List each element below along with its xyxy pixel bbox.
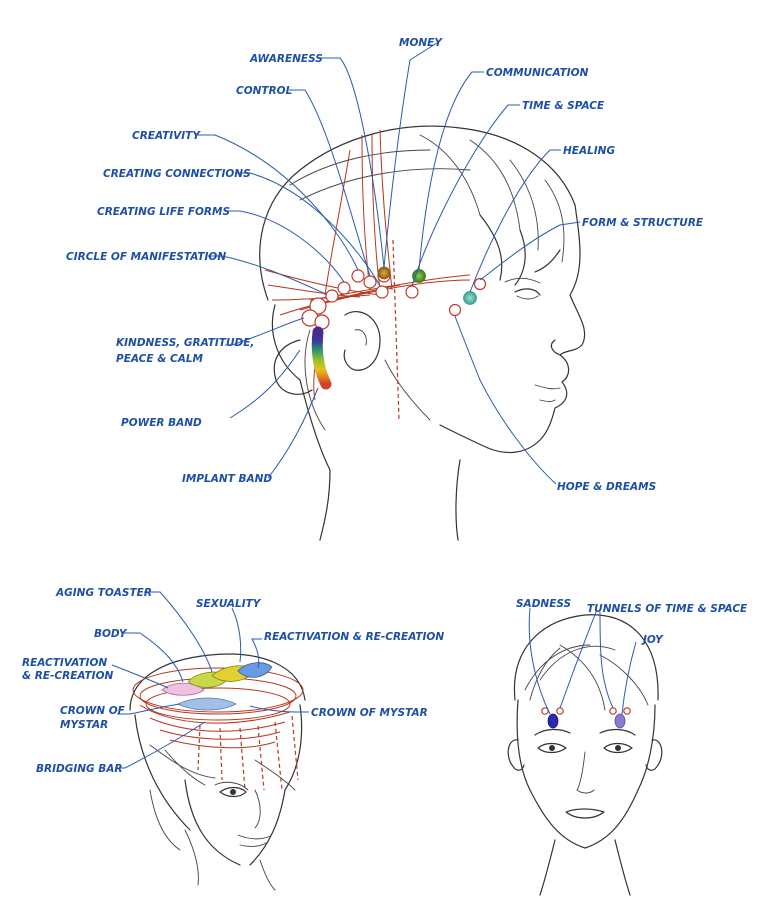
label-reactivation-left-line1: REACTIVATION bbox=[22, 657, 107, 669]
front-view-labels: SADNESS TUNNELS OF TIME & SPACE JOY bbox=[516, 598, 748, 646]
label-kindness-line2: PEACE & CALM bbox=[116, 353, 204, 365]
side-view-head bbox=[259, 125, 586, 541]
label-money: MONEY bbox=[399, 37, 443, 49]
side-view-labels: AWARENESS MONEY CONTROL COMMUNICATION TI… bbox=[66, 37, 704, 493]
money-point bbox=[377, 266, 391, 280]
label-crown-right: CROWN OF MYSTAR bbox=[311, 707, 428, 719]
crown-view-labels: AGING TOASTER SEXUALITY BODY REACTIVATIO… bbox=[22, 587, 444, 775]
label-awareness: AWARENESS bbox=[249, 53, 323, 65]
label-body: BODY bbox=[94, 628, 128, 640]
label-bridging-bar: BRIDGING BAR bbox=[36, 763, 123, 775]
label-reactivation-left-line2: & RE-CREATION bbox=[22, 670, 114, 682]
label-hope-dreams: HOPE & DREAMS bbox=[557, 481, 656, 493]
creating-connections-point bbox=[375, 285, 389, 299]
tunnel-point-left-b bbox=[556, 707, 564, 715]
joy-point bbox=[614, 713, 626, 729]
sadness-point bbox=[547, 713, 559, 729]
label-joy: JOY bbox=[641, 634, 664, 646]
label-reactivation-right: REACTIVATION & RE-CREATION bbox=[264, 631, 444, 643]
label-creating-connections: CREATING CONNECTIONS bbox=[103, 168, 251, 180]
front-view-head bbox=[507, 614, 663, 896]
healing-point bbox=[463, 291, 477, 305]
label-creativity: CREATIVITY bbox=[132, 130, 201, 142]
tunnel-point-right-a bbox=[609, 707, 617, 715]
label-circle-manifestation: CIRCLE OF MANIFESTATION bbox=[66, 251, 226, 263]
hope-dreams-point bbox=[448, 303, 462, 317]
crown-view-energy-lines bbox=[132, 667, 304, 791]
front-view-points bbox=[541, 707, 631, 729]
label-crown-left-line2: MYSTAR bbox=[60, 719, 108, 731]
creating-life-forms-point bbox=[337, 281, 351, 295]
form-structure-point bbox=[473, 277, 487, 291]
circle-manifestation-point bbox=[325, 289, 339, 303]
front-view-leaders bbox=[528, 607, 637, 715]
label-creating-life-forms: CREATING LIFE FORMS bbox=[97, 206, 230, 218]
label-tunnels: TUNNELS OF TIME & SPACE bbox=[587, 603, 748, 615]
body-strip bbox=[161, 682, 205, 696]
reactivation-strip-right bbox=[237, 662, 273, 678]
creativity-point bbox=[351, 269, 365, 283]
communication-point bbox=[412, 269, 426, 283]
label-crown-left-line1: CROWN OF bbox=[60, 705, 126, 717]
crown-view-strips bbox=[161, 662, 273, 711]
crown-view-leaders bbox=[111, 591, 309, 769]
label-form-structure: FORM & STRUCTURE bbox=[582, 217, 704, 229]
label-aging-toaster: AGING TOASTER bbox=[55, 587, 152, 599]
implant-band-shape bbox=[311, 326, 332, 390]
label-power-band: POWER BAND bbox=[121, 417, 202, 429]
crown-mystar-strip bbox=[177, 697, 237, 711]
label-sadness: SADNESS bbox=[516, 598, 571, 610]
crown-view-head bbox=[129, 653, 306, 891]
kindness-point-a bbox=[309, 297, 327, 315]
tunnel-point-right-b bbox=[623, 707, 631, 715]
label-healing: HEALING bbox=[563, 145, 615, 157]
label-communication: COMMUNICATION bbox=[486, 67, 589, 79]
side-view-leaders bbox=[195, 42, 581, 485]
side-view-points bbox=[301, 266, 487, 390]
label-control: CONTROL bbox=[236, 85, 292, 97]
label-time-space: TIME & SPACE bbox=[522, 100, 605, 112]
label-sexuality: SEXUALITY bbox=[196, 598, 262, 610]
control-point bbox=[363, 275, 377, 289]
label-implant-band: IMPLANT BAND bbox=[182, 473, 272, 485]
time-space-point bbox=[405, 285, 419, 299]
label-kindness-line1: KINDNESS, GRATITUDE, bbox=[116, 337, 254, 349]
